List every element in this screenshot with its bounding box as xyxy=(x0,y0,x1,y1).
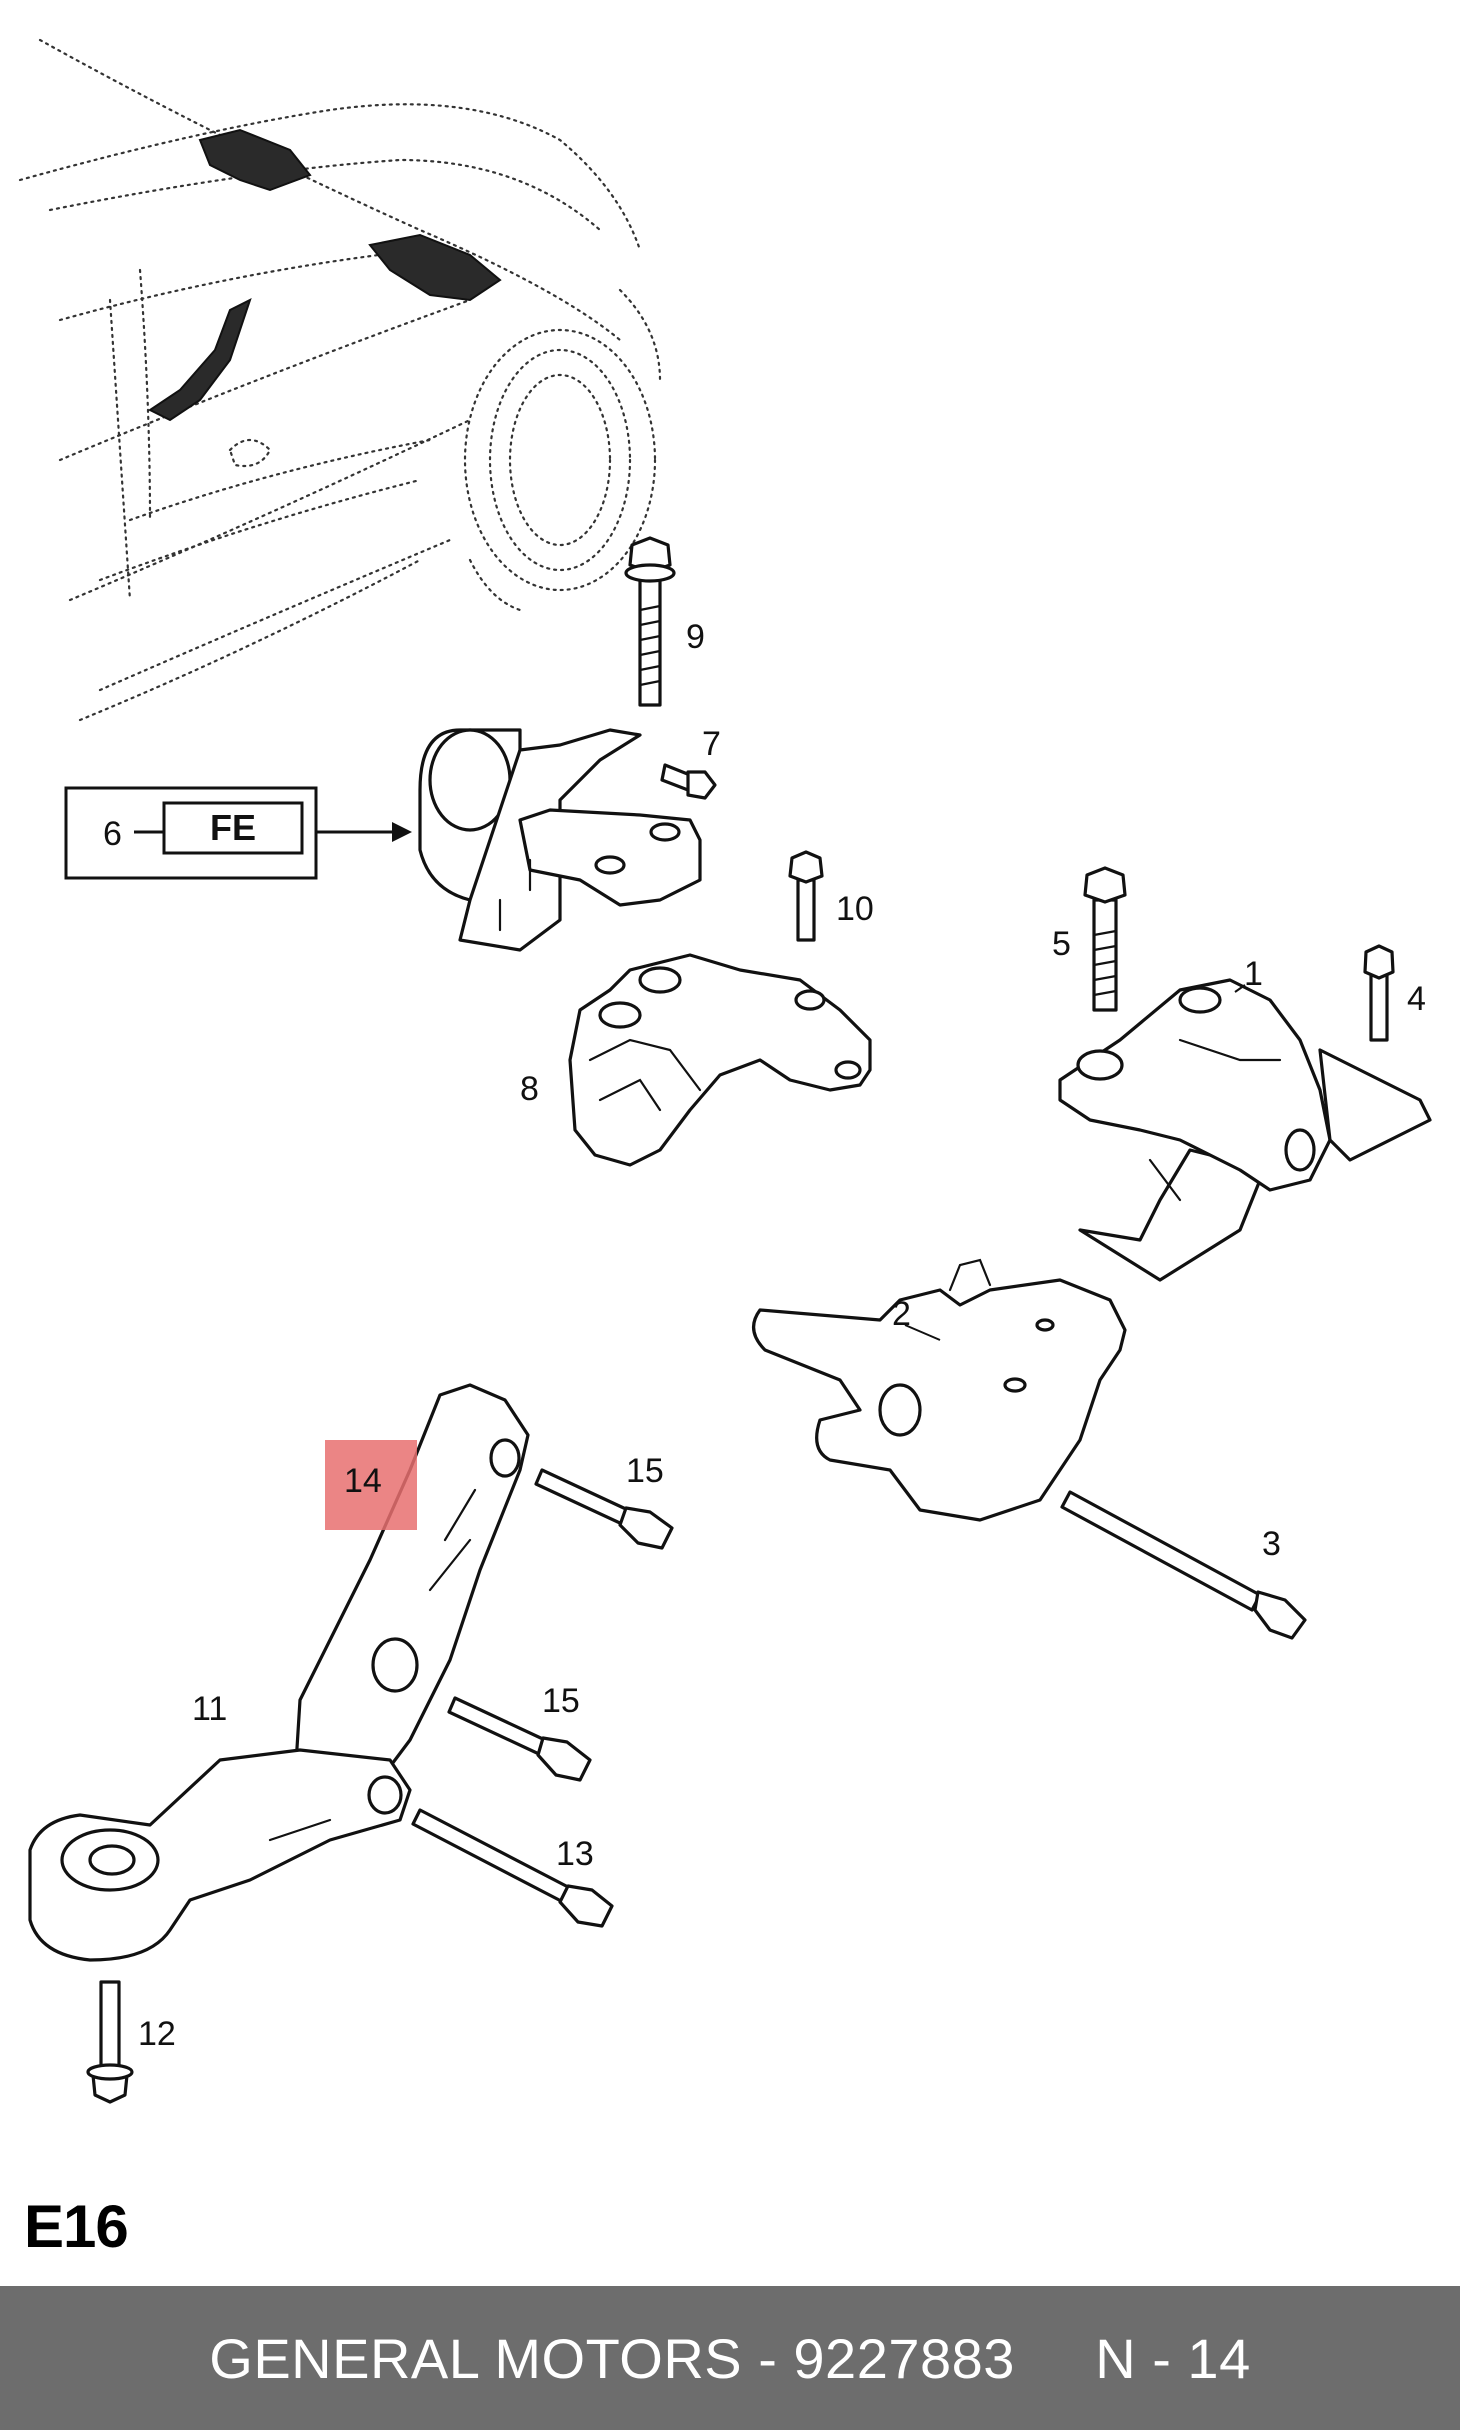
bolt-3 xyxy=(1060,1490,1307,1640)
fe-label: FE xyxy=(210,807,256,848)
bolt-15-upper xyxy=(534,1468,674,1550)
bolt-10 xyxy=(788,850,824,942)
bolt-5 xyxy=(1083,866,1127,1012)
callout-13: 13 xyxy=(556,1835,594,1873)
bolt-4 xyxy=(1363,944,1395,1042)
callout-11: 11 xyxy=(192,1690,227,1728)
callout-14: 14 xyxy=(344,1462,382,1500)
diagram-code: E16 xyxy=(24,2193,129,2260)
callout-15-lower: 15 xyxy=(542,1682,580,1720)
torque-arm-part-11 xyxy=(28,1383,530,1962)
callout-3: 3 xyxy=(1262,1525,1281,1563)
parts-diagram: 1 2 3 4 5 6 7 8 9 10 11 12 13 14 15 15 F… xyxy=(18,38,1432,2104)
bolt-12 xyxy=(86,1980,134,2104)
fe-reference-box xyxy=(64,786,412,880)
bolt-15-lower xyxy=(447,1696,592,1782)
callout-10: 10 xyxy=(836,890,874,928)
footer-bar: GENERAL MOTORS - 9227883 N - 14 xyxy=(0,2286,1460,2430)
mount-part-2 xyxy=(752,1258,1127,1522)
bolt-9 xyxy=(624,536,676,707)
leader-lines xyxy=(904,984,1246,1341)
bracket-part-8 xyxy=(568,953,872,1167)
callout-8: 8 xyxy=(520,1070,539,1108)
callout-2: 2 xyxy=(892,1295,911,1333)
bolt-7 xyxy=(660,763,717,800)
callout-15-upper: 15 xyxy=(626,1452,664,1490)
callout-6: 6 xyxy=(103,815,122,853)
mount-part-1 xyxy=(1058,978,1432,1282)
highlight-box-14 xyxy=(325,1440,417,1530)
mount-part-6 xyxy=(418,728,702,952)
bolt-13 xyxy=(411,1808,614,1928)
car-silhouette xyxy=(18,38,662,722)
callout-9: 9 xyxy=(686,618,705,656)
callout-5: 5 xyxy=(1052,925,1071,963)
callout-1: 1 xyxy=(1244,955,1263,993)
callout-7: 7 xyxy=(702,725,721,763)
callout-12: 12 xyxy=(138,2015,176,2053)
footer-text: GENERAL MOTORS - 9227883 N - 14 xyxy=(209,2326,1251,2390)
callout-4: 4 xyxy=(1407,980,1426,1018)
